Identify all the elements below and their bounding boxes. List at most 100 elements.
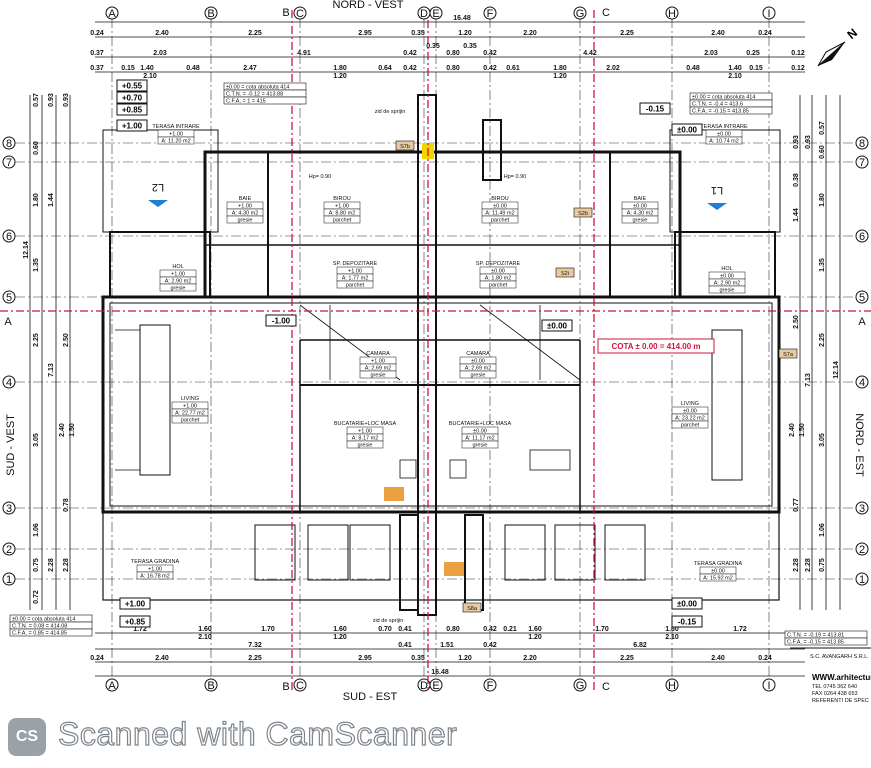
room-finish: gresie	[238, 218, 253, 224]
room-area: A: 4.30 m2	[232, 211, 259, 217]
dimension-value: 0.77	[793, 498, 800, 512]
axis-bubble	[105, 678, 119, 692]
dimension-value: 1.20	[333, 73, 347, 80]
dimension-value: 4.42	[583, 50, 597, 57]
dimension-value: 0.61	[506, 65, 520, 72]
unit-label-l2: L2	[152, 181, 164, 193]
dimension-value: 2.50	[793, 315, 800, 329]
axis-label-E: E	[432, 8, 439, 20]
dimension-value: 1.40	[728, 65, 742, 72]
camscanner-logo: CS	[8, 718, 46, 756]
room-area: A: 8.17 m2	[352, 436, 379, 442]
dimension-value: 2.25	[819, 333, 826, 347]
info-table-cell	[9, 628, 93, 637]
room-finish: gresie	[471, 373, 486, 379]
info-table-row: ±0.00 = cota absoluta 414	[12, 617, 75, 623]
axis-label-G: G	[576, 8, 585, 20]
room-level: +1.00	[171, 272, 185, 278]
room-label-box	[479, 280, 517, 289]
dimension-value: 1.35	[33, 258, 40, 272]
level-box	[119, 597, 151, 610]
room-finish: parchet	[333, 218, 352, 224]
axis-bubble	[855, 501, 869, 515]
level-label: ±0.00	[677, 600, 698, 609]
room-level: ±0.00	[491, 269, 505, 275]
axis-bubble	[2, 542, 16, 556]
dimension-value: 0.48	[686, 65, 700, 72]
room-finish: parchet	[681, 423, 700, 429]
dimension-value: 1.06	[819, 523, 826, 537]
axis-label-1: 1	[6, 574, 12, 586]
info-table-row: C.F.A. = -0.15 = 413.85	[692, 109, 749, 115]
level-box	[671, 597, 703, 610]
axis-label-4: 4	[6, 377, 12, 389]
room-label-box	[359, 370, 397, 379]
dimension-value: 7.13	[48, 363, 55, 377]
room-name: CAMARA	[366, 351, 390, 357]
axis-label-7: 7	[859, 157, 865, 169]
orientation-right: NORD - EST	[853, 413, 865, 477]
room-name: TERASA INTRARE	[700, 124, 748, 130]
info-table-row: ±0.00 = cota absoluta 414	[226, 85, 289, 91]
axis-bubble	[665, 6, 679, 20]
dimension-value: 1.60	[333, 626, 347, 633]
axis-label-3: 3	[6, 503, 12, 515]
dimension-value: 0.75	[33, 558, 40, 572]
overall-depth: 12.14	[23, 241, 30, 259]
axis-label-A: A	[108, 680, 116, 692]
orientation-left: SUD - VEST	[5, 414, 17, 476]
axis-label-8: 8	[859, 138, 865, 150]
room-finish: parchet	[181, 418, 200, 424]
room-level: ±0.00	[717, 132, 731, 138]
level-box	[116, 79, 148, 92]
axis-label-3: 3	[859, 503, 865, 515]
dimension-value: 1.44	[48, 193, 55, 207]
dimension-value: 0.75	[819, 558, 826, 572]
dimension-value: 2.25	[33, 333, 40, 347]
axis-bubble	[573, 6, 587, 20]
room-area: A: 10.74 m2	[709, 139, 739, 145]
dimension-value: 2.10	[198, 634, 212, 641]
info-table-row: C.T.N. = -0.19 = 413.81	[787, 633, 844, 639]
room-name: SP. DEPOZITARE	[333, 261, 378, 267]
dimension-value: 0.24	[90, 30, 104, 37]
room-name: BUCATARIE+LOC MASA	[334, 421, 397, 427]
dimension-value: 1.80	[819, 193, 826, 207]
dimension-value: 1.20	[458, 655, 472, 662]
axis-label-B: B	[207, 8, 214, 20]
dimension-value: 0.60	[33, 141, 40, 155]
room-label-box	[159, 283, 197, 292]
element-tag-label: S8a	[467, 606, 478, 612]
dimension-value: 2.28	[63, 558, 70, 572]
room-name: BAIE	[634, 196, 647, 202]
dimension-value: 2.10	[143, 73, 157, 80]
dimension-value: 0.93	[63, 93, 70, 107]
room-level: +1.00	[148, 567, 162, 573]
level-box	[119, 615, 151, 628]
level-box	[265, 314, 297, 327]
dimension-value: 0.12	[791, 50, 805, 57]
room-area: A: 11.17 m2	[465, 436, 494, 442]
dimension-value: 0.25	[746, 50, 760, 57]
room-area: A: 4.30 m2	[627, 211, 654, 217]
room-name: LIVING	[181, 396, 199, 402]
axis-bubble	[293, 6, 307, 20]
room-area: A: 15.92 m2	[703, 576, 733, 582]
room-level: ±0.00	[720, 274, 734, 280]
room-name: BIROU	[491, 196, 508, 202]
dimension-value: 2.03	[704, 50, 718, 57]
room-name: TERASA INTRARE	[152, 124, 200, 130]
section-lines	[0, 10, 871, 690]
company-name: S.C. AVANGARH S.R.L.	[810, 654, 869, 660]
company-fax: FAX 0264 438 653	[812, 691, 858, 697]
dimension-value: 1.20	[553, 73, 567, 80]
dimension-value: 2.25	[620, 655, 634, 662]
dimension-value: 2.25	[620, 30, 634, 37]
dimension-value: 0.35	[411, 655, 425, 662]
room-area: A: 22.77 m2	[175, 411, 205, 417]
room-label-box	[157, 136, 195, 145]
room-level: ±0.00	[683, 409, 697, 415]
room-label-box	[346, 440, 384, 449]
